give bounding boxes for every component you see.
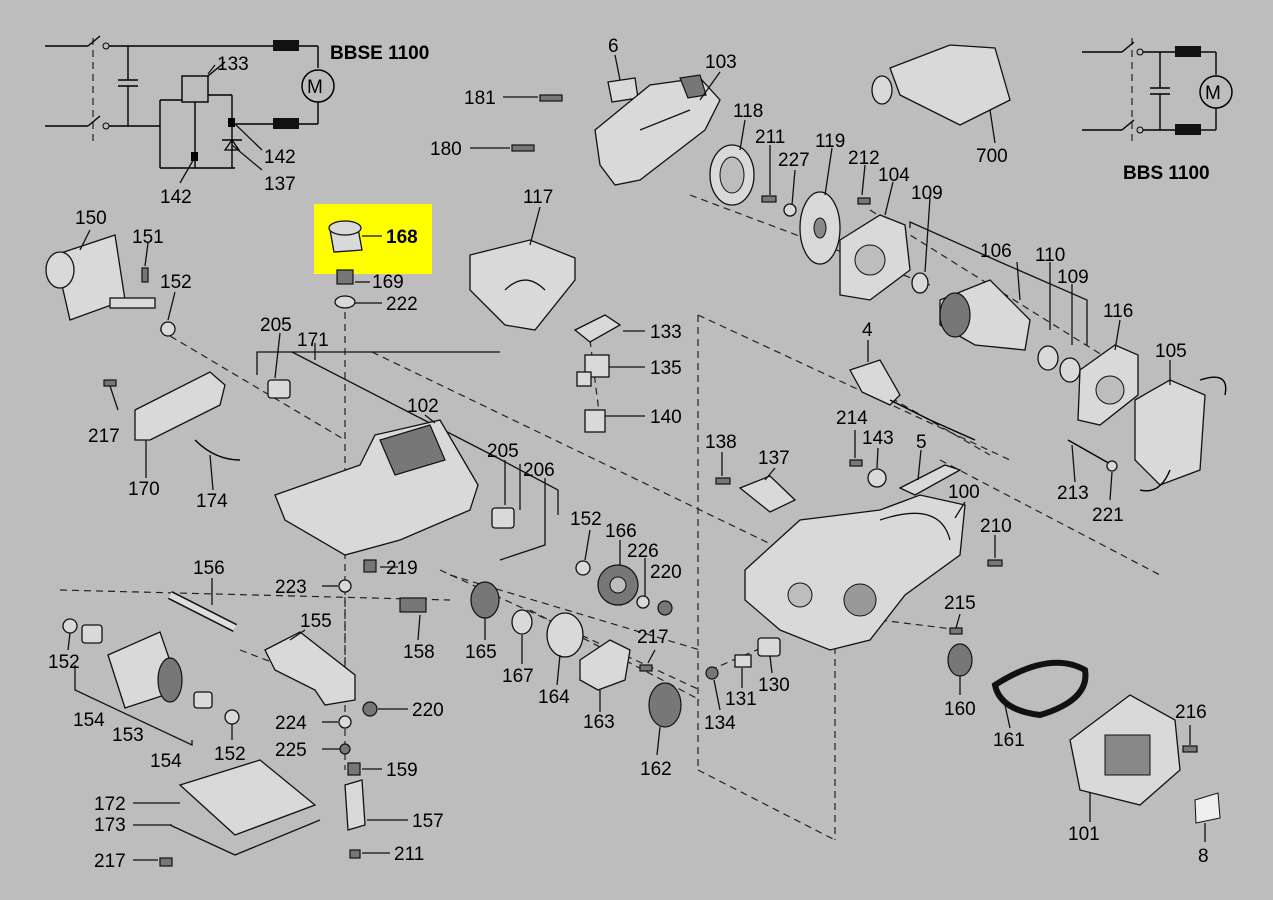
- part-label: 220: [412, 700, 444, 721]
- part-label: 213: [1057, 483, 1089, 504]
- part-label: 143: [862, 428, 894, 449]
- part-label: 135: [650, 358, 682, 379]
- bracket-lines: [74, 220, 1088, 747]
- part-label: 165: [465, 642, 497, 663]
- part-label: 162: [640, 759, 672, 780]
- schematic-bbse: M: [45, 35, 335, 184]
- part-label: 160: [944, 699, 976, 720]
- part-label: 214: [836, 408, 868, 429]
- part-label: 137: [758, 448, 790, 469]
- part-label: 217: [637, 627, 669, 648]
- part-label: 133: [650, 322, 682, 343]
- part-label: 8: [1198, 846, 1209, 867]
- part-label: 174: [196, 491, 228, 512]
- part-label: 211: [755, 127, 785, 148]
- part-label: 222: [386, 294, 418, 315]
- part-label: 109: [911, 183, 943, 204]
- part-label: 118: [733, 101, 763, 122]
- part-label: 152: [48, 652, 80, 673]
- part-label: 217: [88, 426, 120, 447]
- part-label: 134: [704, 713, 736, 734]
- part-label: 205: [487, 441, 519, 462]
- part-label: 171: [297, 330, 329, 351]
- part-label: 155: [300, 611, 332, 632]
- part-label: 103: [705, 52, 737, 73]
- part-label: 225: [275, 740, 307, 761]
- part-label: 142: [160, 187, 192, 208]
- part-label: 212: [848, 148, 880, 169]
- part-label: 166: [605, 521, 637, 542]
- part-labels: BBSE 1100 BBS 1100 6 103 181 180 118 211…: [48, 36, 1210, 872]
- part-label: 116: [1103, 301, 1133, 322]
- part-label: 217: [94, 851, 126, 872]
- part-label: 106: [980, 241, 1012, 262]
- part-label: 216: [1175, 702, 1207, 723]
- leader-lines: [67, 54, 1206, 861]
- part-label: 138: [705, 432, 737, 453]
- part-label: 169: [372, 272, 404, 293]
- part-label: 223: [275, 577, 307, 598]
- part-shapes: [45, 44, 1227, 867]
- part-label: 211: [394, 844, 424, 865]
- part-label: 180: [430, 139, 462, 160]
- part-label: 133: [217, 54, 249, 75]
- part-label: 205: [260, 315, 292, 336]
- part-label: 110: [1035, 245, 1065, 266]
- part-label: 105: [1155, 341, 1187, 362]
- part-label: 5: [916, 432, 927, 453]
- schematic-bbs: M: [1082, 38, 1233, 145]
- part-label: 152: [570, 509, 602, 530]
- svg-text:M: M: [1205, 83, 1221, 104]
- part-label: 173: [94, 815, 126, 836]
- part-label: 159: [386, 760, 418, 781]
- part-label: 109: [1057, 267, 1089, 288]
- svg-text:M: M: [307, 77, 323, 98]
- part-label: 181: [464, 88, 496, 109]
- part-label: 6: [608, 36, 619, 57]
- part-label: 153: [112, 725, 144, 746]
- part-label: 224: [275, 713, 307, 734]
- part-label: 157: [412, 811, 444, 832]
- part-label: 163: [583, 712, 615, 733]
- part-label: 119: [815, 131, 845, 152]
- part-label: 117: [523, 187, 553, 208]
- part-label: 102: [407, 396, 439, 417]
- part-label: 154: [150, 751, 182, 772]
- part-label: 137: [264, 174, 296, 195]
- part-label: 215: [944, 593, 976, 614]
- part-label: 104: [878, 165, 910, 186]
- part-label: 130: [758, 675, 790, 696]
- part-label: 142: [264, 147, 296, 168]
- part-label: 158: [403, 642, 435, 663]
- part-label: 4: [862, 320, 873, 341]
- part-label: 152: [160, 272, 192, 293]
- part-label: 100: [948, 482, 980, 503]
- part-label: 700: [976, 146, 1008, 167]
- part-label: 210: [980, 516, 1012, 537]
- part-label: 220: [650, 562, 682, 583]
- part-label-highlighted: 168: [386, 227, 418, 248]
- part-label: 167: [502, 666, 534, 687]
- part-label: 154: [73, 710, 105, 731]
- part-label: 164: [538, 687, 570, 708]
- part-label: 156: [193, 558, 225, 579]
- part-label: 150: [75, 208, 107, 229]
- model-label-left: BBSE 1100: [330, 43, 429, 64]
- part-label: 152: [214, 744, 246, 765]
- part-label: 131: [725, 689, 757, 710]
- part-label: 172: [94, 794, 126, 815]
- part-label: 206: [523, 460, 555, 481]
- part-label: 161: [993, 730, 1025, 751]
- part-label: 219: [386, 558, 418, 579]
- part-label: 221: [1092, 505, 1124, 526]
- part-label: 170: [128, 479, 160, 500]
- part-label: 227: [778, 150, 810, 171]
- part-label: 101: [1068, 824, 1100, 845]
- model-label-right: BBS 1100: [1123, 163, 1210, 184]
- part-label: 151: [132, 227, 164, 248]
- part-label: 140: [650, 407, 682, 428]
- part-label: 226: [627, 541, 659, 562]
